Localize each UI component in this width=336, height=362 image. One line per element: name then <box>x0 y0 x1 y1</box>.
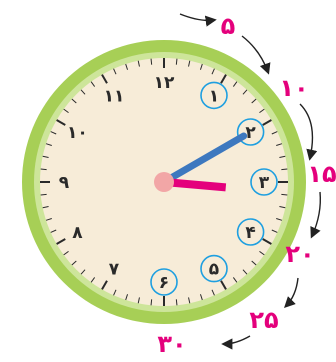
outer-arrow <box>180 14 214 20</box>
outer-minute-label: ٢۵ <box>249 306 278 334</box>
clock-numeral: ١ <box>209 86 219 106</box>
minute-tick <box>176 59 177 65</box>
clock-numeral: ۶ <box>159 273 169 293</box>
outer-minute-label: ۵ <box>221 12 236 40</box>
clock-numeral: ٣ <box>259 173 270 193</box>
minute-tick <box>41 169 47 170</box>
minute-tick <box>281 194 287 195</box>
minute-tick <box>281 169 287 170</box>
outer-minute-label: ٣٠ <box>157 330 186 358</box>
clock-numeral: ١٢ <box>154 73 175 93</box>
clock-numeral: ۵ <box>209 260 219 280</box>
clock-center-hub <box>154 172 174 192</box>
outer-minute-label: ١٠ <box>279 74 308 102</box>
outer-arrow <box>312 192 320 236</box>
clock-numeral: ٨ <box>72 223 83 243</box>
minute-tick <box>151 299 152 305</box>
outer-arrow <box>224 336 250 344</box>
outer-minute-label: ٢٠ <box>285 240 314 268</box>
minute-tick <box>41 194 47 195</box>
clock-numeral: ٢ <box>245 123 256 143</box>
clock-numeral: ٩ <box>59 173 70 193</box>
clock-numeral: ١٠ <box>67 123 88 143</box>
clock-numeral: ٧ <box>109 260 120 280</box>
minute-tick <box>151 59 152 65</box>
minute-tick <box>176 299 177 305</box>
outer-arrow <box>286 278 298 306</box>
clock-numeral: ١١ <box>104 86 125 106</box>
outer-minute-label: ١۵ <box>307 160 336 188</box>
clock-numeral: ۴ <box>245 223 255 243</box>
